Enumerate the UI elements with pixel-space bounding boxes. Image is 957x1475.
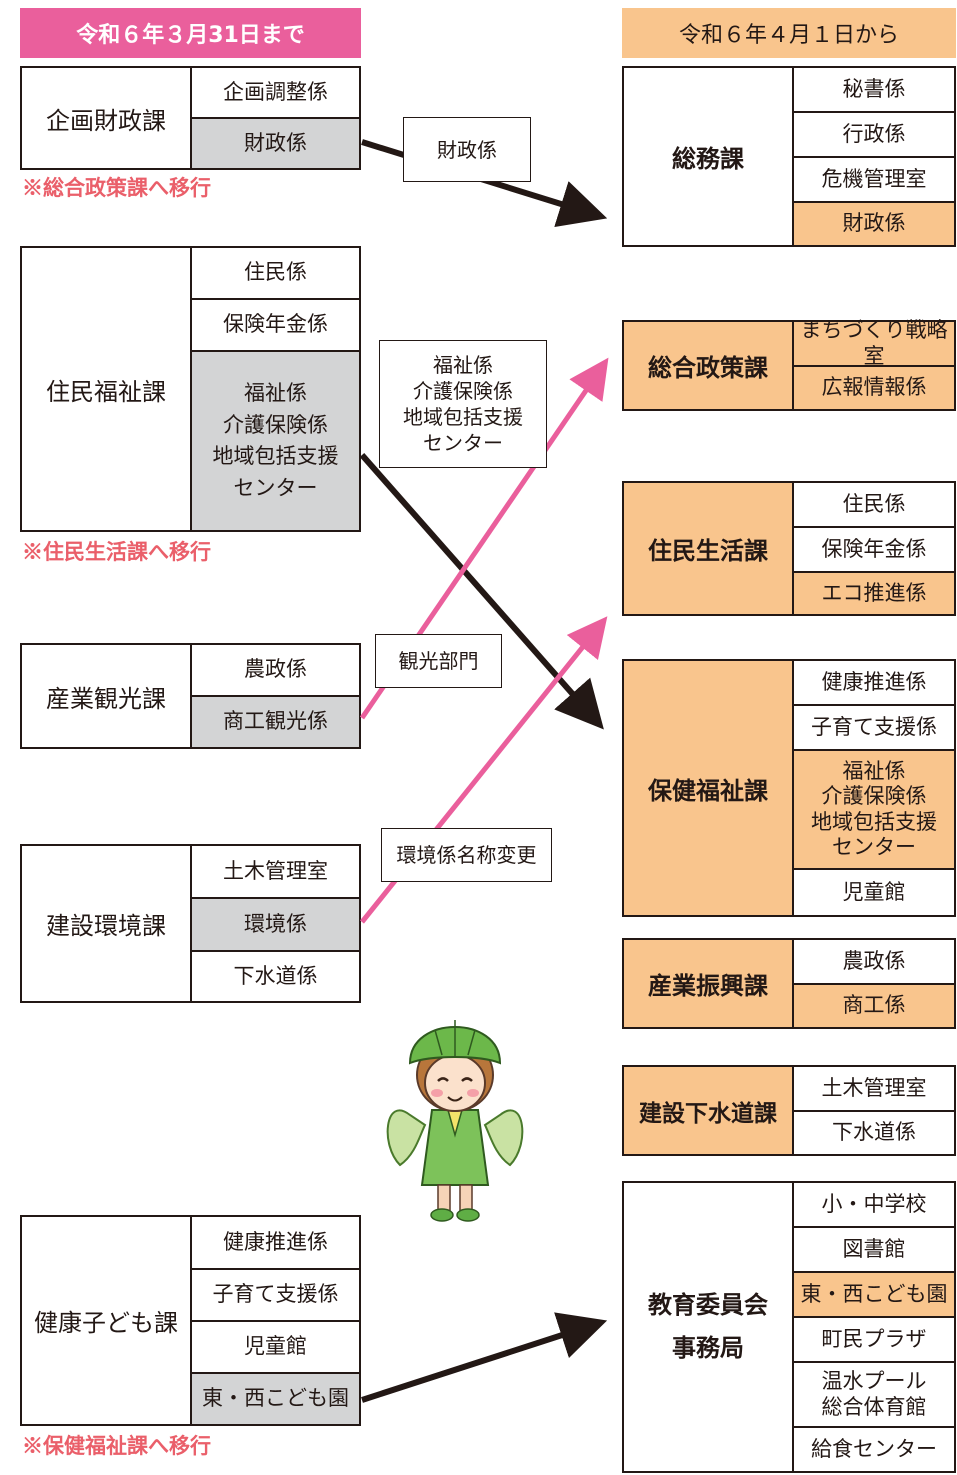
section-cell: 企画調整係 xyxy=(192,68,359,119)
section-cell: 給食センター xyxy=(811,1436,937,1461)
leaf-fairy-mascot-icon xyxy=(386,1020,524,1222)
old-dept-kikaku: 企画財政課 企画調整係 財政係 xyxy=(20,66,361,170)
arrow-fukushi xyxy=(359,453,604,730)
label-fukushi: 福祉係 介護保険係 地域包括支援 センター xyxy=(379,340,547,468)
old-dept-kenko-kodomo: 健康子ども課 健康推進係 子育て支援係 児童館 東・西こども園 xyxy=(20,1215,361,1426)
section-cell: 土木管理室 xyxy=(794,1067,954,1112)
old-dept-sangyo-kanko: 産業観光課 農政係 商工観光係 xyxy=(20,643,361,749)
section-cell: 下水道係 xyxy=(233,963,318,988)
label-line: 介護保険係 xyxy=(413,379,513,403)
section-cell-moved: 福祉係 介護保険係 地域包括支援 センター xyxy=(192,352,359,530)
new-dept-kensetsu-gesuido: 建設下水道課 土木管理室 下水道係 xyxy=(622,1065,956,1156)
header-after: 令和６年４月１日から xyxy=(622,8,956,58)
section-cell: 子育て支援係 xyxy=(794,706,954,751)
section-cell: 農政係 xyxy=(192,645,359,697)
section-cell: 農政係 xyxy=(794,940,954,985)
label-kankyo: 環境係名称変更 xyxy=(381,828,552,882)
new-dept-sogo-seisaku: 総合政策課 まちづくり戦略室 広報情報係 xyxy=(622,318,956,411)
dept-name: 教育委員会 事務局 xyxy=(624,1183,794,1471)
section-cell: 土木管理室 xyxy=(192,846,359,899)
dept-name: 総務課 xyxy=(624,68,794,245)
dept-name: 保健福祉課 xyxy=(624,661,794,915)
new-dept-kyoiku: 教育委員会 事務局 小・中学校 図書館 東・西こども園 町民プラザ 温水プール … xyxy=(622,1181,956,1473)
section-cell-new: エコ推進係 xyxy=(794,573,954,614)
section-cell: 町民プラザ xyxy=(794,1318,954,1363)
dept-name: 総合政策課 xyxy=(624,322,794,409)
header-before: 令和６年３月31日まで xyxy=(20,8,361,58)
label-line: 地域包括支援 xyxy=(403,405,523,429)
section-cell-new: まちづくり戦略室 xyxy=(794,318,954,368)
section-cell: 児童館 xyxy=(192,1322,359,1374)
section-cell: 小・中学校 xyxy=(794,1183,954,1228)
section-cell-moved: 財政係 xyxy=(192,119,359,168)
transfer-note: ※総合政策課へ移行 xyxy=(22,175,211,200)
section-cell: 児童館 xyxy=(842,879,906,904)
section-cell: 子育て支援係 xyxy=(192,1270,359,1322)
label-zaisei: 財政係 xyxy=(403,117,531,182)
section-cell: 温水プール 総合体育館 xyxy=(794,1363,954,1428)
section-cell-new: 福祉係 介護保険係 地域包括支援 センター xyxy=(794,751,954,870)
dept-name: 建設下水道課 xyxy=(624,1067,794,1154)
label-kanko: 観光部門 xyxy=(375,634,502,688)
dept-name: 健康子ども課 xyxy=(22,1217,192,1424)
section-cell: 住民係 xyxy=(192,248,359,300)
section-cell: 住民係 xyxy=(794,483,954,528)
new-dept-somu: 総務課 秘書係 行政係 危機管理室 財政係 xyxy=(622,66,956,247)
new-dept-jumin-seikatsu: 住民生活課 住民係 保険年金係 エコ推進係 xyxy=(622,481,956,616)
old-dept-kensetsu-kankyo: 建設環境課 土木管理室 環境係 下水道係 xyxy=(20,844,361,1003)
section-cell: 行政係 xyxy=(794,113,954,158)
dept-name: 建設環境課 xyxy=(22,846,192,1001)
section-cell: 保険年金係 xyxy=(794,528,954,573)
section-cell: 秘書係 xyxy=(794,68,954,113)
dept-name: 産業観光課 xyxy=(22,645,192,747)
arrow-kodomoen xyxy=(361,1312,608,1403)
label-line: センター xyxy=(423,431,503,455)
dept-name: 企画財政課 xyxy=(22,68,192,168)
new-dept-hoken-fukushi: 保健福祉課 健康推進係 子育て支援係 福祉係 介護保険係 地域包括支援 センター… xyxy=(622,659,956,917)
dept-name: 住民福祉課 xyxy=(22,248,192,530)
section-cell-moved: 環境係 xyxy=(192,899,359,952)
old-dept-jumin-fukushi: 住民福祉課 住民係 保険年金係 福祉係 介護保険係 地域包括支援 センター xyxy=(20,246,361,532)
section-cell-new: 広報情報係 xyxy=(794,367,954,409)
section-cell: 健康推進係 xyxy=(192,1217,359,1270)
dept-name: 産業振興課 xyxy=(624,940,794,1027)
new-dept-sangyo-shinko: 産業振興課 農政係 商工係 xyxy=(622,938,956,1029)
section-cell-new: 東・西こども園 xyxy=(794,1273,954,1318)
section-cell-new: 商工係 xyxy=(794,985,954,1027)
section-cell-moved: 商工観光係 xyxy=(192,697,359,747)
transfer-note: ※住民生活課へ移行 xyxy=(22,539,211,564)
section-cell: 危機管理室 xyxy=(794,158,954,203)
section-cell: 健康推進係 xyxy=(794,661,954,706)
dept-name: 住民生活課 xyxy=(624,483,794,614)
section-cell: 下水道係 xyxy=(832,1120,916,1145)
section-cell: 図書館 xyxy=(794,1228,954,1273)
section-cell: 保険年金係 xyxy=(192,300,359,352)
section-cell-moved: 東・西こども園 xyxy=(192,1374,359,1424)
label-line: 福祉係 xyxy=(433,353,493,377)
section-cell-new: 財政係 xyxy=(794,203,954,245)
transfer-note: ※保健福祉課へ移行 xyxy=(22,1433,211,1458)
